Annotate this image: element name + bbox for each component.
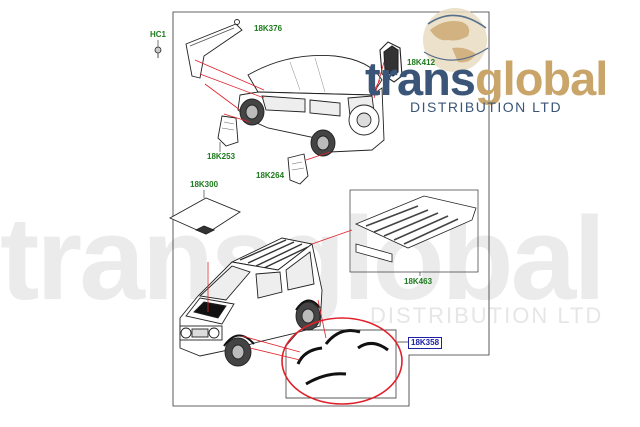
part-label-18k264: 18K264 [256,171,285,180]
leader-lines-bottom [207,229,353,361]
part-label-18k300: 18K300 [190,180,219,189]
part-label-18k376: 18K376 [254,24,283,33]
bonnet-protector-part [168,197,241,235]
logo-trans: trans [365,52,476,105]
label-leaders-top [157,40,221,152]
globe-icon [423,8,489,72]
part-label-18k412: 18K412 [407,58,436,67]
highlight-circle [281,317,403,405]
mud-flap-front-part [287,153,309,185]
part-label-hc1: HC1 [150,30,167,39]
roof-spoiler-part [185,19,243,79]
part-label-18k253: 18K253 [207,152,236,161]
vehicle-front-view [179,237,323,367]
logo-global: global [474,52,608,105]
part-label-18k358[interactable]: 18K358 [408,337,443,349]
company-logo: transglobal [365,52,608,105]
diagram-frame [172,11,490,407]
fastener-icon [154,46,162,58]
leader-lines-top [194,59,385,161]
wheel-arch-kit-part [296,329,389,386]
vehicle-rear-view [237,55,385,157]
rear-lamp-guard-part [379,41,403,83]
logo-subtitle: DISTRIBUTION LTD [410,99,563,115]
watermark-subtitle: DISTRIBUTION LTD [370,303,604,328]
part-label-18k463: 18K463 [404,277,433,286]
roof-rack-part [355,195,477,263]
wheel-arch-box [285,329,397,399]
mud-flap-rear-part [217,115,239,147]
